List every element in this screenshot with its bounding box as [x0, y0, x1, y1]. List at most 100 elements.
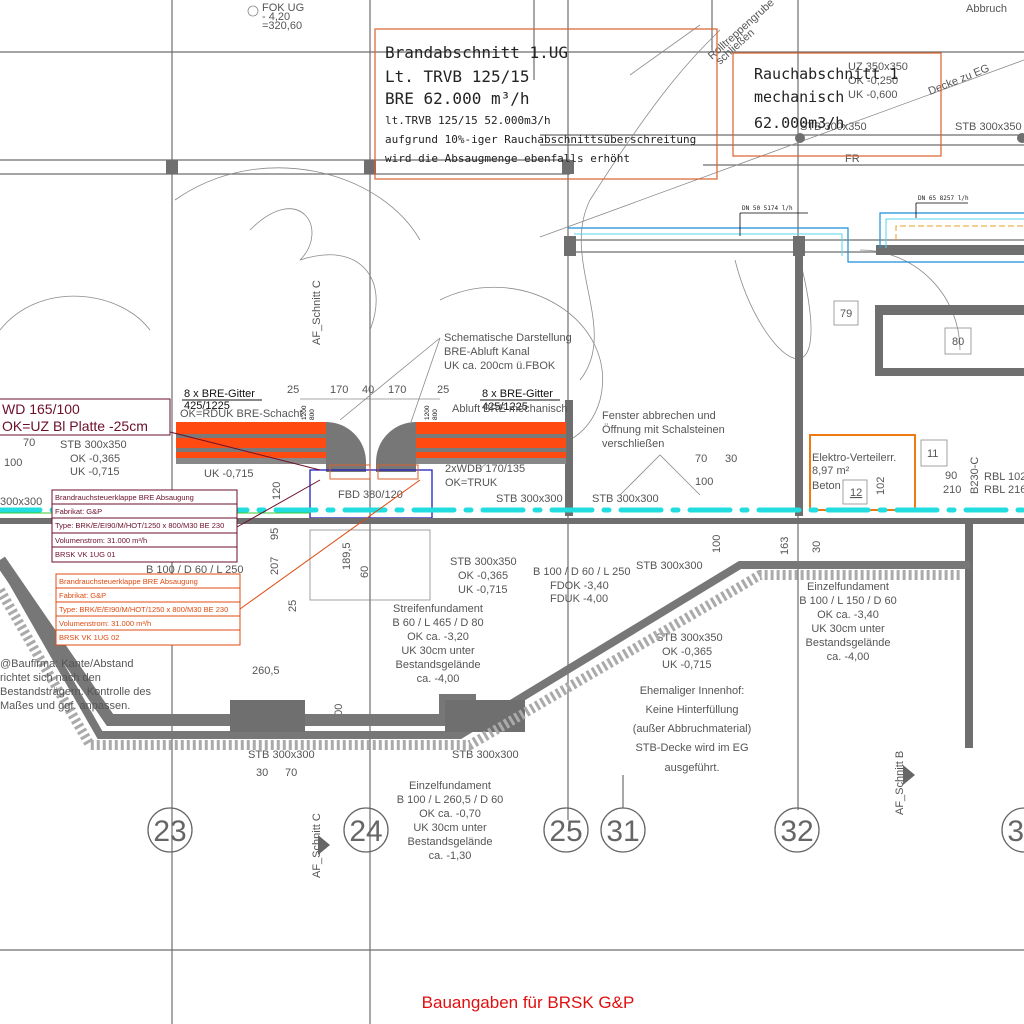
- gitter-right-title: 8 x BRE-Gitter: [482, 388, 553, 400]
- svg-text:25: 25: [287, 384, 299, 396]
- svg-text:STB 300x350: STB 300x350: [450, 556, 517, 568]
- axis-24: 24: [349, 815, 382, 848]
- svg-text:Brandrauchsteuerklappe BRE Abs: Brandrauchsteuerklappe BRE Absaugung: [59, 577, 198, 586]
- beam-uz: UZ 350x350: [848, 61, 908, 73]
- fenster-line-1: Fenster abbrechen und: [602, 410, 716, 422]
- fundament-b-note: B 100 / D 60 / L 250 B 100 / D 60 / L 25…: [146, 564, 630, 605]
- bre-ducts: [176, 422, 566, 519]
- svg-text:STB 300x300: STB 300x300: [496, 493, 563, 505]
- misc-dimensions: 70 100 70 30 100 120 207 95 25 189,5 60 …: [4, 437, 1024, 779]
- svg-text:UK 30cm unter: UK 30cm unter: [811, 623, 885, 635]
- svg-text:B 100 / D 60 / L 250: B 100 / D 60 / L 250: [533, 566, 630, 578]
- fok-label: FOK UG: [262, 2, 304, 14]
- axis-33: 33: [1007, 815, 1024, 848]
- axis-32: 32: [780, 815, 813, 848]
- svg-text:OK ca. -0,70: OK ca. -0,70: [419, 808, 481, 820]
- einzelfundament-bottom-note: Einzelfundament B 100 / L 260,5 / D 60 O…: [397, 780, 504, 862]
- drawing-title: Bauangaben für BRSK G&P: [422, 993, 635, 1012]
- pipe-label-dn65: DN 65 8257 l/h: [918, 195, 969, 202]
- room-number-11: 11: [927, 448, 938, 460]
- svg-text:STB 300x300: STB 300x300: [636, 560, 703, 572]
- svg-text:Einzelfundament: Einzelfundament: [409, 780, 491, 792]
- innenhof-note: Ehemaliger Innenhof: Keine Hinterfüllung…: [633, 685, 752, 774]
- fenster-line-3: verschließen: [602, 438, 664, 450]
- svg-text:Keine Hinterfüllung: Keine Hinterfüllung: [646, 704, 739, 716]
- svg-text:189,5: 189,5: [341, 542, 353, 570]
- svg-text:Type: BRK/E/EI90/M/HOT/1250 x: Type: BRK/E/EI90/M/HOT/1250 x 800/M30 BE…: [55, 521, 224, 530]
- brandabschnitt-line4: lt.TRVB 125/15 52.000m3/h: [385, 114, 551, 127]
- svg-text:UK -0,715: UK -0,715: [204, 468, 254, 480]
- foundations: [0, 529, 970, 750]
- svg-text:100: 100: [695, 476, 713, 488]
- section-marker-c-bottom: AF_Schnitt C: [311, 813, 323, 878]
- wd-line-2: OK=UZ Bl Platte -25cm: [2, 418, 148, 434]
- main-wall: [0, 518, 1024, 524]
- fok-value-1: - 4,20: [262, 11, 290, 23]
- axis-markers: 23 24 25 31 32 33: [147, 775, 1024, 853]
- svg-text:OK -0,365: OK -0,365: [662, 646, 712, 658]
- svg-text:Brandrauchsteuerklappe BRE Abs: Brandrauchsteuerklappe BRE Absaugung: [55, 493, 194, 502]
- fok-value-2: =320,60: [262, 20, 302, 32]
- svg-text:Maßes und ggf. anpassen.: Maßes und ggf. anpassen.: [0, 700, 130, 712]
- svg-text:STB-Decke wird im EG: STB-Decke wird im EG: [635, 742, 748, 754]
- svg-text:Ehemaliger Innenhof:: Ehemaliger Innenhof:: [640, 685, 745, 697]
- rauchabschnitt-type: mechanisch: [754, 88, 844, 106]
- svg-text:FDOK -3,40: FDOK -3,40: [550, 580, 609, 592]
- svg-text:120: 120: [271, 482, 283, 500]
- svg-text:30: 30: [811, 541, 823, 553]
- wd-line-1: WD 165/100: [2, 401, 80, 417]
- brandabschnitt-bre: BRE 62.000 m³/h: [385, 89, 530, 108]
- svg-text:70: 70: [23, 437, 35, 449]
- svg-text:ca. -4,00: ca. -4,00: [417, 673, 460, 685]
- baufirma-note: @Baufirma: Kante/Abstand richtet sich na…: [0, 658, 152, 712]
- svg-text:Bestandsträgern. Kontrolle des: Bestandsträgern. Kontrolle des: [0, 686, 152, 698]
- beam-stb-2: STB 300x350: [955, 121, 1022, 133]
- svg-text:ausgeführt.: ausgeführt.: [664, 762, 719, 774]
- svg-text:OK -0,365: OK -0,365: [458, 570, 508, 582]
- svg-text:B 100 / L 260,5 / D 60: B 100 / L 260,5 / D 60: [397, 794, 504, 806]
- svg-text:OK ca. -3,40: OK ca. -3,40: [817, 609, 879, 621]
- axis-23: 23: [153, 815, 186, 848]
- svg-text:Einzelfundament: Einzelfundament: [807, 581, 889, 593]
- svg-text:800: 800: [432, 409, 439, 420]
- svg-text:STB 300x300: STB 300x300: [592, 493, 659, 505]
- section-marker-c-top: AF_Schnitt C: [311, 280, 323, 345]
- wdb-line-1: 2xWDB 170/135: [445, 463, 525, 475]
- svg-text:300x300: 300x300: [0, 496, 42, 508]
- gitter-left-size: 425/1225: [184, 400, 230, 412]
- beam-labels: STB 300x350 OK -0,365 UK -0,715 UK -0,71…: [0, 439, 723, 761]
- room-number-79: 79: [840, 308, 852, 320]
- wdb-line-2: OK=TRUK: [445, 477, 498, 489]
- beam-stb-1: STB 300x350: [800, 121, 867, 133]
- svg-text:170: 170: [388, 384, 406, 396]
- svg-text:60: 60: [359, 566, 371, 578]
- svg-text:30: 30: [725, 453, 737, 465]
- svg-text:Volumenstrom: 31.000 m³/h: Volumenstrom: 31.000 m³/h: [55, 536, 147, 545]
- svg-text:100: 100: [4, 457, 22, 469]
- svg-text:70: 70: [285, 767, 297, 779]
- svg-text:STB 300x350: STB 300x350: [60, 439, 127, 451]
- svg-text:UK -0,715: UK -0,715: [662, 659, 712, 671]
- gitter-left-title: 8 x BRE-Gitter: [184, 388, 255, 400]
- elektro-floor: Beton: [812, 480, 841, 492]
- svg-text:RBL 216: RBL 216: [984, 484, 1024, 496]
- pipes: [568, 202, 1024, 263]
- rauchabschnitt-note: UZ 350x350 OK -0,250 UK -0,600 STB 300x3…: [732, 52, 1022, 165]
- svg-text:B 60 / L 465 / D 80: B 60 / L 465 / D 80: [392, 617, 483, 629]
- svg-text:(außer Abbruchmaterial): (außer Abbruchmaterial): [633, 723, 752, 735]
- fenster-line-2: Öffnung mit Schalsteinen: [602, 424, 725, 436]
- svg-text:95: 95: [269, 528, 281, 540]
- svg-text:B 100 / L 150 / D 60: B 100 / L 150 / D 60: [799, 595, 896, 607]
- gitter-left-note: OK=RDUK BRE-Schacht: [180, 408, 303, 420]
- beam-fr: FR: [845, 153, 860, 165]
- svg-text:1200: 1200: [424, 405, 431, 420]
- elektro-area: 8,97 m²: [812, 465, 850, 477]
- svg-text:163: 163: [779, 537, 791, 555]
- svg-text:Volumenstrom: 31.000 m³/h: Volumenstrom: 31.000 m³/h: [59, 619, 151, 628]
- svg-text:RBL 102: RBL 102: [984, 471, 1024, 483]
- elektro-room: Elektro-Verteilerr. 8,97 m² Beton 12: [809, 434, 916, 511]
- pipe-label-dn50: DN 50 5174 l/h: [742, 205, 793, 212]
- abbruch-label: Abbruch: [966, 3, 1007, 15]
- svg-text:Bestandsgelände: Bestandsgelände: [805, 637, 890, 649]
- rauchabschnitt-volume: 62.000m3/h: [754, 114, 844, 132]
